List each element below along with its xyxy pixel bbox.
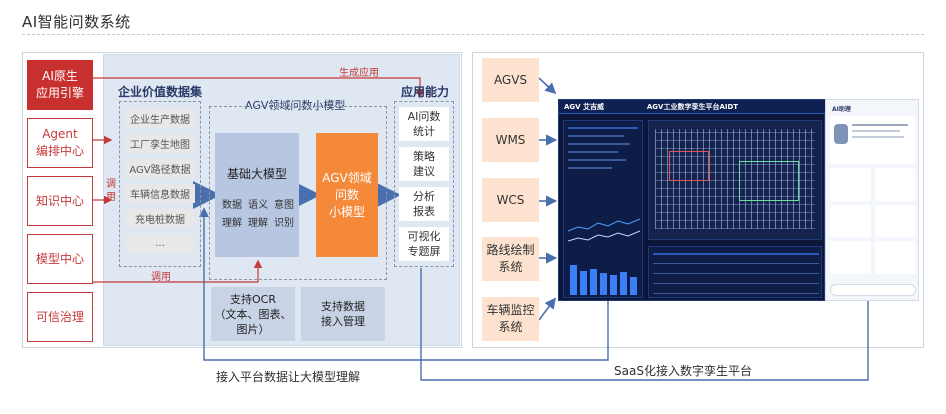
system-wcs[interactable]: WCS [482, 178, 539, 222]
left-item-agent[interactable]: Agent 编排中心 [27, 118, 93, 168]
base-model-word: 理解 [222, 218, 242, 229]
assistant-input[interactable] [830, 284, 916, 296]
base-model-word: 识别 [274, 218, 294, 229]
base-model-grid: 数据 语义 意图 理解 理解 识别 [219, 196, 297, 229]
system-monitor[interactable]: 车辆监控 系统 [482, 297, 539, 341]
dataset-box [119, 101, 201, 267]
left-item-model[interactable]: 模型中心 [27, 234, 93, 284]
dataset-title: 企业价值数据集 [118, 85, 203, 99]
dataset-item: 车辆信息数据 [125, 184, 195, 203]
dataset-item: 充电桩数据 [125, 209, 195, 228]
agv-model-box [209, 106, 387, 280]
title-divider [22, 34, 924, 35]
page-title: AI智能问数系统 [22, 13, 131, 31]
system-route[interactable]: 路线绘制 系统 [482, 237, 539, 281]
dashboard-left-panel [563, 120, 643, 298]
dashboard-line-chart [568, 218, 640, 242]
robot-icon [834, 124, 848, 144]
dataset-item: ... [125, 234, 195, 253]
capability-strategy[interactable]: 策略 建议 [399, 147, 449, 181]
dataset-item: 工厂孪生地图 [125, 134, 195, 153]
dashboard-title: AGV工业数字孪生平台AIDT [646, 103, 739, 111]
base-model-word: 意图 [274, 200, 294, 211]
dashboard-table [648, 246, 822, 298]
base-model-word: 语义 [248, 200, 268, 211]
system-agvs[interactable]: AGVS [482, 58, 539, 102]
left-item-governance[interactable]: 可信治理 [27, 292, 93, 342]
dataset-item: AGV路径数据 [125, 159, 195, 178]
agv-model-title: AGV领域问数小模型 [245, 99, 346, 112]
base-model-word: 理解 [248, 218, 268, 229]
system-wms[interactable]: WMS [482, 118, 539, 162]
left-item-ai-engine[interactable]: AI原生 应用引擎 [27, 60, 93, 110]
assistant-quick-actions [830, 168, 916, 274]
twin-dashboard[interactable]: AGV 艾吉威 AGV工业数字孪生平台AIDT [558, 99, 826, 301]
dashboard-logo: AGV 艾吉威 [564, 103, 605, 111]
capability-visual[interactable]: 可视化 专题屏 [399, 227, 449, 261]
small-model-card[interactable]: AGV领域 问数 小模型 [316, 133, 378, 257]
support-data-access[interactable]: 支持数据 接入管理 [301, 287, 385, 341]
capability-report[interactable]: 分析 报表 [399, 187, 449, 221]
caption-platform-data: 接入平台数据让大模型理解 [216, 370, 361, 384]
left-item-knowledge[interactable]: 知识中心 [27, 176, 93, 226]
ai-assistant-panel[interactable]: AI助理 [825, 99, 919, 301]
label-generate-app: 生成应用 [339, 68, 379, 79]
label-invoke-bottom: 调用 [151, 272, 171, 283]
app-capabilities-box [394, 101, 454, 267]
dashboard-header [559, 100, 826, 114]
support-ocr[interactable]: 支持OCR （文本、图表、 图片） [211, 287, 295, 341]
base-model-title: 基础大模型 [226, 167, 287, 181]
label-invoke-top: 调用 [106, 179, 116, 203]
caption-saas: SaaS化接入数字孪生平台 [614, 364, 752, 378]
app-capabilities-title: 应用能力 [401, 85, 450, 99]
assistant-title: AI助理 [832, 106, 851, 113]
capability-ai-stats[interactable]: AI问数 统计 [399, 107, 449, 141]
dataset-item: 企业生产数据 [125, 109, 195, 128]
base-model-card[interactable] [215, 133, 299, 257]
assistant-intro-card [830, 116, 916, 164]
dashboard-bar-chart [570, 261, 640, 295]
dashboard-map [648, 120, 822, 240]
base-model-word: 数据 [222, 200, 242, 211]
